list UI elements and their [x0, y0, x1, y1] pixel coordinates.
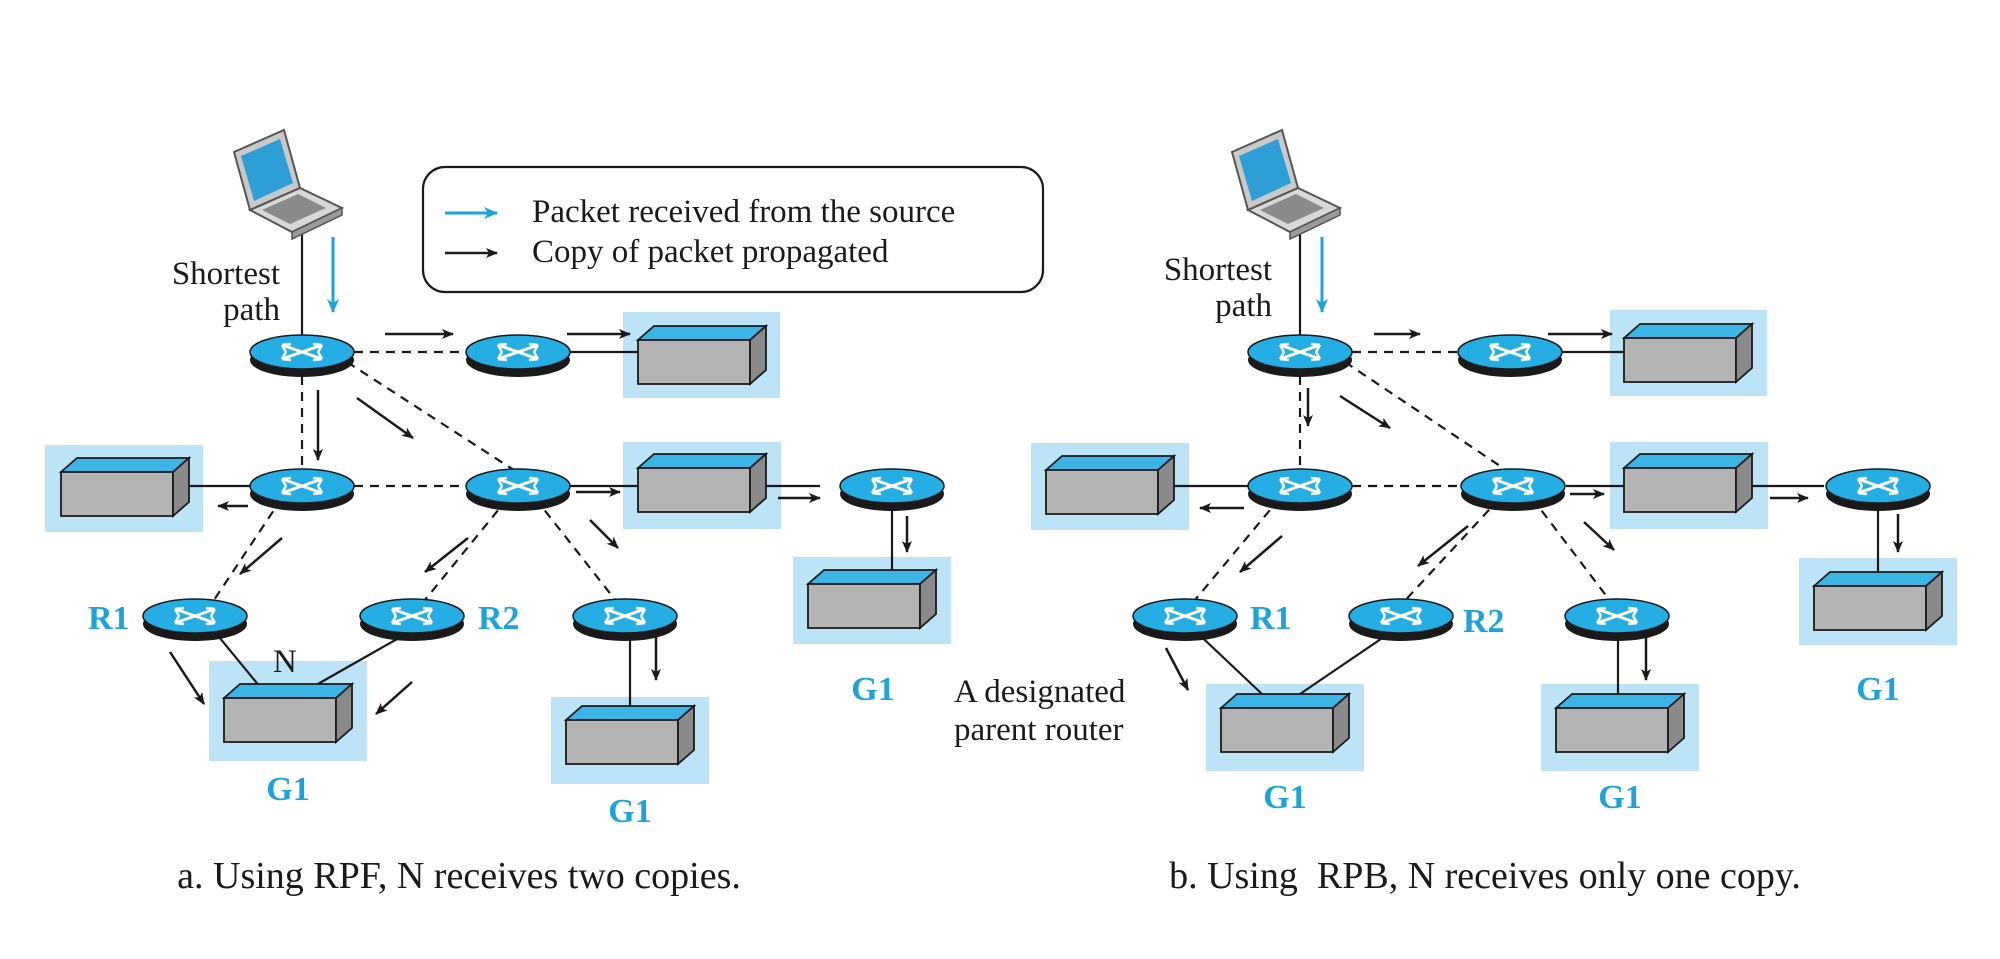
- group-label: G1: [608, 793, 651, 830]
- lan-box-icon: [60, 457, 190, 517]
- caption-b: b. Using RPB, N receives only one copy.: [1169, 855, 1801, 897]
- legend-black-label: Copy of packet propagated: [532, 234, 889, 270]
- caption-a: a. Using RPF, N receives two copies.: [177, 855, 741, 897]
- lan-box-icon: [637, 325, 767, 385]
- router-r1-label: R1: [1250, 600, 1292, 637]
- router-icon: [464, 333, 572, 379]
- router-icon: [464, 467, 572, 513]
- router-icon: [1347, 597, 1455, 643]
- lan-box-icon: [1045, 455, 1175, 515]
- router-icon: [1824, 467, 1932, 513]
- router-r2-label: R2: [1463, 603, 1505, 640]
- lan-box-icon: [1623, 453, 1753, 513]
- group-label: G1: [266, 771, 309, 808]
- group-label: G1: [1856, 671, 1899, 708]
- network-n-label: N: [273, 644, 297, 680]
- group-label: G1: [851, 671, 894, 708]
- router-r1-label: R1: [88, 600, 130, 637]
- router-icon: [248, 333, 356, 379]
- router-icon: [248, 467, 356, 513]
- router-icon: [1459, 467, 1567, 513]
- lan-box-icon: [1813, 571, 1943, 631]
- router-icon: [571, 597, 679, 643]
- source-label-line2: path: [223, 292, 280, 328]
- group-label: G1: [1263, 779, 1306, 816]
- lan-box-icon: [1555, 693, 1685, 753]
- legend: Packet received from the source Copy of …: [421, 165, 1045, 294]
- lan-box-icon: [565, 705, 695, 765]
- lan-box-icon: [637, 453, 767, 513]
- parent-label-line2: parent router: [954, 712, 1124, 748]
- router-icon: [1131, 597, 1239, 643]
- panel-b: Shortest path R1 R2 A designated parent …: [954, 129, 1957, 897]
- panel-a: Shortest path R1 R2 N G1 G1 G1 a. Using …: [45, 129, 951, 897]
- router-icon: [1456, 333, 1564, 379]
- router-icon: [1246, 467, 1354, 513]
- router-icon: [838, 467, 946, 513]
- source-label-line1: Shortest: [172, 256, 280, 292]
- router-icon: [358, 597, 466, 643]
- lan-box-icon: [1220, 693, 1350, 753]
- router-icon: [1246, 333, 1354, 379]
- lan-box-icon: [223, 683, 353, 743]
- router-icon: [1563, 597, 1671, 643]
- group-label: G1: [1598, 779, 1641, 816]
- source-label-line1: Shortest: [1164, 252, 1272, 288]
- parent-label-line1: A designated: [954, 674, 1126, 710]
- laptop-icon: [233, 129, 343, 240]
- laptop-icon: [1231, 129, 1341, 240]
- router-r2-label: R2: [478, 600, 520, 637]
- source-label-line2: path: [1215, 288, 1272, 324]
- lan-box-icon: [807, 569, 937, 629]
- router-icon: [141, 597, 249, 643]
- lan-box-icon: [1623, 323, 1753, 383]
- legend-blue-label: Packet received from the source: [532, 194, 955, 230]
